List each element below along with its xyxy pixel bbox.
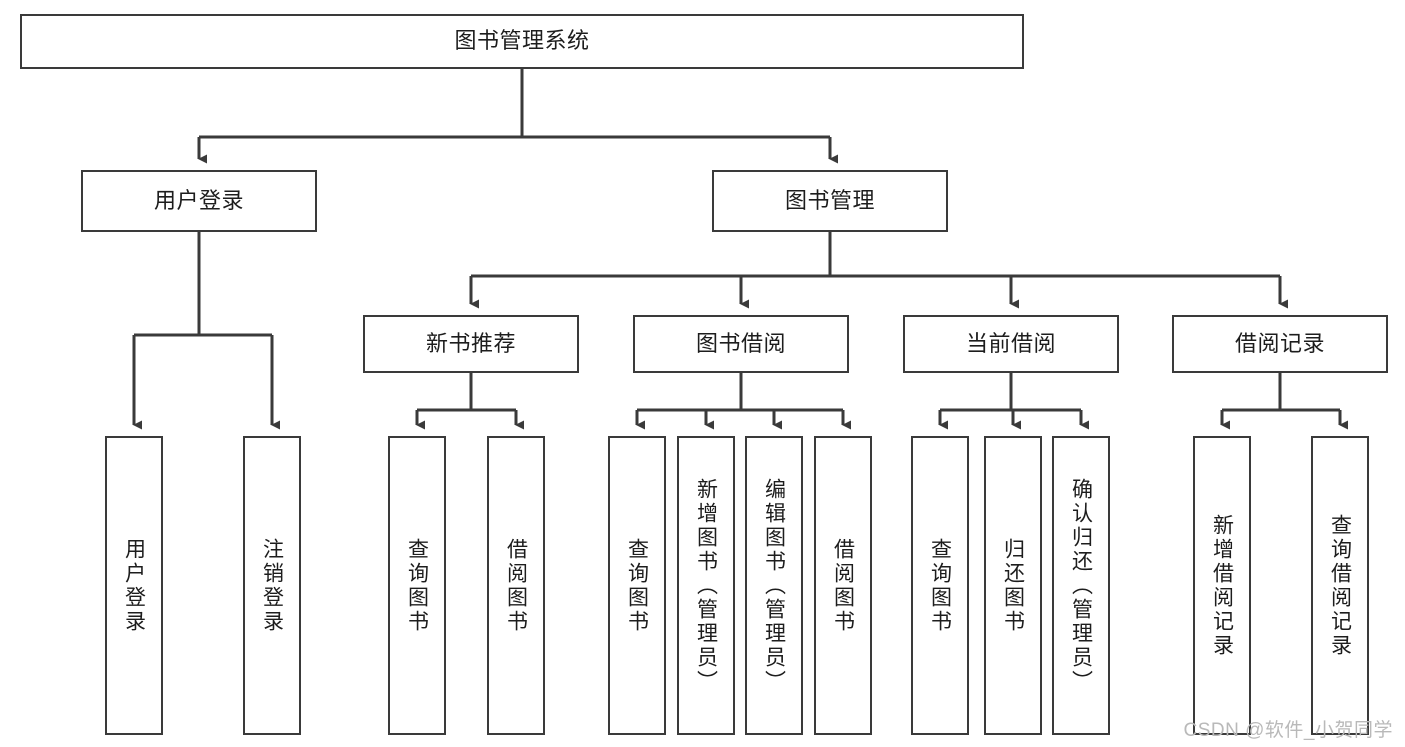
node-book-borrow[interactable]: 图书借阅 [633,315,849,373]
node-label-book-borrow: 图书借阅 [695,330,786,356]
node-label-leaf-borrow-book-1: 借阅图书 [504,537,528,634]
node-leaf-edit-book[interactable]: 编辑图书（管理员） [745,436,803,735]
node-leaf-add-book[interactable]: 新增图书（管理员） [677,436,735,735]
node-current-borrow[interactable]: 当前借阅 [903,315,1119,373]
node-label-leaf-query-record: 查询借阅记录 [1328,513,1352,658]
node-leaf-query-book-1[interactable]: 查询图书 [388,436,446,735]
node-label-leaf-user-login: 用户登录 [122,537,146,634]
node-label-new-book-recommend: 新书推荐 [425,330,516,356]
node-new-book-recommend[interactable]: 新书推荐 [363,315,579,373]
node-leaf-borrow-book-2[interactable]: 借阅图书 [814,436,872,735]
node-label-leaf-confirm-return: 确认归还（管理员） [1069,477,1093,694]
node-book-manage[interactable]: 图书管理 [712,170,948,232]
node-label-leaf-query-book-2: 查询图书 [625,537,649,634]
node-label-leaf-return-book: 归还图书 [1001,537,1025,634]
node-root[interactable]: 图书管理系统 [20,14,1024,69]
node-label-leaf-query-book-3: 查询图书 [928,537,952,634]
node-leaf-return-book[interactable]: 归还图书 [984,436,1042,735]
node-leaf-confirm-return[interactable]: 确认归还（管理员） [1052,436,1110,735]
node-leaf-add-record[interactable]: 新增借阅记录 [1193,436,1251,735]
node-leaf-logout-login[interactable]: 注销登录 [243,436,301,735]
csdn-watermark: CSDN @软件_小贺同学 [1183,720,1393,741]
node-label-leaf-query-book-1: 查询图书 [405,537,429,634]
node-leaf-query-record[interactable]: 查询借阅记录 [1311,436,1369,735]
node-label-current-borrow: 当前借阅 [965,330,1056,356]
node-label-user-login: 用户登录 [153,187,244,213]
node-user-login[interactable]: 用户登录 [81,170,317,232]
node-leaf-query-book-3[interactable]: 查询图书 [911,436,969,735]
node-label-leaf-logout-login: 注销登录 [260,537,284,634]
node-leaf-query-book-2[interactable]: 查询图书 [608,436,666,735]
node-label-root: 图书管理系统 [454,28,590,54]
node-borrow-record[interactable]: 借阅记录 [1172,315,1388,373]
node-label-leaf-borrow-book-2: 借阅图书 [831,537,855,634]
node-label-leaf-edit-book: 编辑图书（管理员） [762,477,786,694]
node-label-leaf-add-book: 新增图书（管理员） [694,477,718,694]
node-leaf-user-login[interactable]: 用户登录 [105,436,163,735]
node-label-borrow-record: 借阅记录 [1234,330,1325,356]
node-label-book-manage: 图书管理 [784,187,875,213]
node-leaf-borrow-book-1[interactable]: 借阅图书 [487,436,545,735]
node-label-leaf-add-record: 新增借阅记录 [1210,513,1234,658]
